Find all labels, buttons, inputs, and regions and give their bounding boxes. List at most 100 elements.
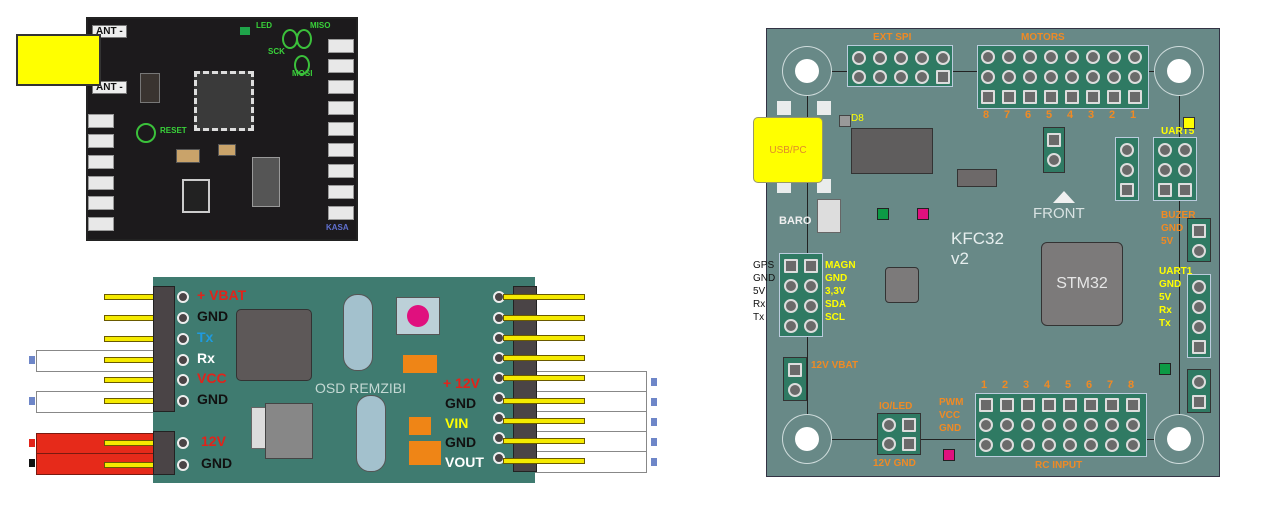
- pad: [328, 101, 354, 115]
- mounting-hole: [795, 59, 819, 83]
- rc-pin: [1105, 398, 1119, 412]
- label-12v-out: + 12V: [443, 375, 480, 391]
- vbat-label: 12V VBAT: [811, 360, 859, 371]
- label-vcc: VCC: [197, 370, 227, 386]
- osd-board: + VBAT GND Tx Rx VCC GND 12V GND OSD REM…: [153, 277, 537, 483]
- uart1-pin-label: Tx: [1159, 318, 1171, 329]
- header-pin: [503, 458, 585, 464]
- flash-chip: [851, 128, 933, 174]
- jumper-header: [1043, 127, 1065, 173]
- header-pin: [503, 335, 585, 341]
- pin-hole: [177, 437, 189, 449]
- motor-pin: [1086, 70, 1100, 84]
- label-gnd-power: GND: [201, 455, 233, 471]
- board-version: v2: [951, 249, 969, 268]
- voltage-regulator: [265, 403, 313, 459]
- smd-orange: [409, 417, 431, 435]
- header-pin: [503, 398, 585, 404]
- rc-channel-number: 8: [1128, 379, 1135, 391]
- pad: [328, 164, 354, 178]
- rc-channel-number: 6: [1086, 379, 1093, 391]
- pad: [88, 176, 114, 190]
- rc-pin: [979, 418, 993, 432]
- stm32-chip: STM32: [1041, 242, 1123, 326]
- io-led-label: IO/LED: [879, 401, 913, 412]
- reset-button[interactable]: [396, 297, 440, 335]
- rc-pin: [979, 398, 993, 412]
- rc-channel-number: 1: [981, 379, 988, 391]
- uart1-label: UART1: [1159, 266, 1193, 277]
- status-led-green: [877, 208, 889, 220]
- header-pin: [503, 294, 585, 300]
- pad: [88, 114, 114, 128]
- reset-marker: [136, 123, 156, 143]
- gps-pin-label: Tx: [753, 312, 765, 323]
- gps-pin-label: 5V: [753, 286, 766, 297]
- uart1-pin-label: GND: [1159, 279, 1182, 290]
- motor-pin: [981, 90, 995, 104]
- rc-pin: [1084, 398, 1098, 412]
- rc-pin: [1126, 418, 1140, 432]
- crystal: [356, 395, 386, 472]
- label-12v: 12V: [201, 433, 226, 449]
- pin-hole: [177, 354, 189, 366]
- imu-chip: [885, 267, 919, 303]
- crystal: [343, 294, 373, 371]
- motor-number: 5: [1046, 109, 1053, 121]
- motor-pin: [1044, 50, 1058, 64]
- wire-end-red: [29, 439, 35, 447]
- motor-pin: [1086, 50, 1100, 64]
- board-name: KFC32: [951, 229, 1004, 248]
- gps-label: GPS: [753, 260, 775, 271]
- magn-pin-label: SCL: [825, 312, 845, 323]
- rc-pin: [1126, 438, 1140, 452]
- rc-pin: [1042, 438, 1056, 452]
- rc-pin: [1126, 398, 1140, 412]
- status-led-pink: [943, 449, 955, 461]
- miso-marker: [296, 29, 312, 49]
- pin-hole: [177, 312, 189, 324]
- usb-port[interactable]: USB/PC: [753, 117, 823, 183]
- motor-pin: [1107, 90, 1121, 104]
- status-led-green: [1159, 363, 1171, 375]
- mounting-hole: [1167, 427, 1191, 451]
- gps-pin-label: GND: [753, 273, 776, 284]
- kfc32-board: EXT SPI MOTORS USB/PC D8 BARO FRONT UART…: [753, 28, 1220, 477]
- pad: [88, 155, 114, 169]
- motor-number: 8: [983, 109, 990, 121]
- rc-row-label: PWM: [939, 397, 964, 408]
- pad: [328, 185, 354, 199]
- aux-header: [1153, 137, 1197, 201]
- rc-pin: [1000, 438, 1014, 452]
- pin-hole: [177, 395, 189, 407]
- sck-label: SCK: [268, 47, 285, 56]
- motor-pin: [1023, 90, 1037, 104]
- label-gnd: GND: [197, 391, 229, 407]
- pad: [328, 80, 354, 94]
- label-tx: Tx: [197, 329, 214, 345]
- header-pin: [503, 355, 585, 361]
- rc-pin: [1021, 398, 1035, 412]
- motor-pin: [1023, 70, 1037, 84]
- pin-hole: [177, 374, 189, 386]
- rc-pin: [979, 438, 993, 452]
- board-title: OSD REMZIBI: [315, 380, 407, 396]
- label-rx: Rx: [197, 350, 215, 366]
- io-led-header: [877, 413, 921, 455]
- pin-hole: [177, 459, 189, 471]
- antenna-connector: [16, 34, 101, 86]
- front-arrow-icon: [1053, 191, 1075, 203]
- wire-end: [651, 438, 657, 446]
- label-gnd: GND: [197, 308, 229, 324]
- label-vout: VOUT: [445, 454, 484, 470]
- mcu-chip: [194, 71, 254, 131]
- ext-spi-header: [847, 45, 953, 87]
- buzer-pin-label: GND: [1161, 223, 1184, 234]
- rc-channel-number: 7: [1107, 379, 1114, 391]
- led-label: LED: [256, 21, 272, 30]
- rc-pin: [1042, 418, 1056, 432]
- uart1-header: [1187, 274, 1211, 358]
- wire-end-black: [29, 459, 35, 467]
- resistor: [140, 73, 160, 103]
- status-led-pink: [917, 208, 929, 220]
